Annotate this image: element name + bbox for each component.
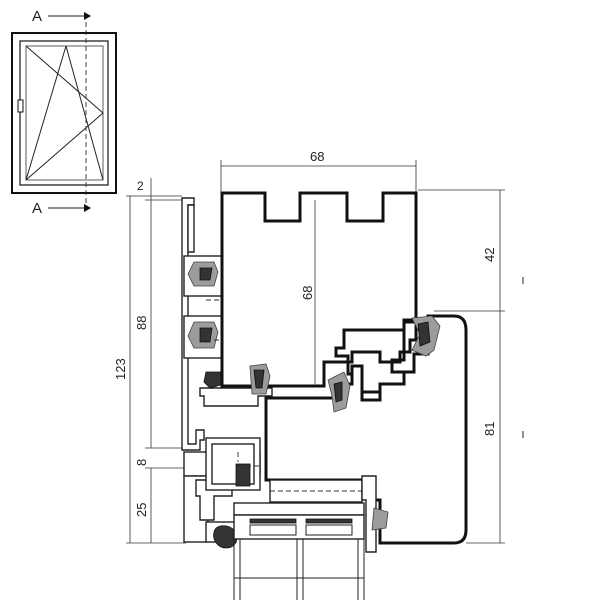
handle-icon [17,99,24,113]
top-dimension: 68 [220,149,417,192]
opening-line [25,112,104,181]
arrow-head [84,12,91,20]
aluminium-cladding [181,197,273,549]
dim-sill-height: 25 [134,503,149,517]
dim-sill-step: 8 [134,459,149,466]
section-mark-bottom: A [32,200,42,217]
glass-unit [233,502,365,600]
opening-line [25,45,67,181]
opening-line [25,45,104,114]
dim-profile-height: 88 [134,316,149,330]
right-dimensions: 42 81 [418,189,524,544]
outer-frame [11,32,117,194]
dim-sash-lower: 81 [482,422,497,436]
dim-overall-height: 123 [113,358,128,380]
dim-sash-inner-depth: 68 [300,286,315,300]
dim-top-offset: 2 [137,179,144,193]
wooden-frame-profile: 68 [220,191,418,394]
dim-frame-width: 68 [310,149,324,164]
glazing-bead [269,475,389,553]
sash-profile [249,314,468,545]
left-dimensions: 2 123 88 8 25 [113,178,186,544]
section-mark-top: A [32,8,42,25]
opening-line [65,45,104,181]
window-elevation-thumbnail: A A [11,8,117,217]
inner-frame [19,40,109,186]
arrow-head [84,204,91,212]
dim-sash-upper: 42 [482,248,497,262]
hardware-clips [183,255,262,389]
